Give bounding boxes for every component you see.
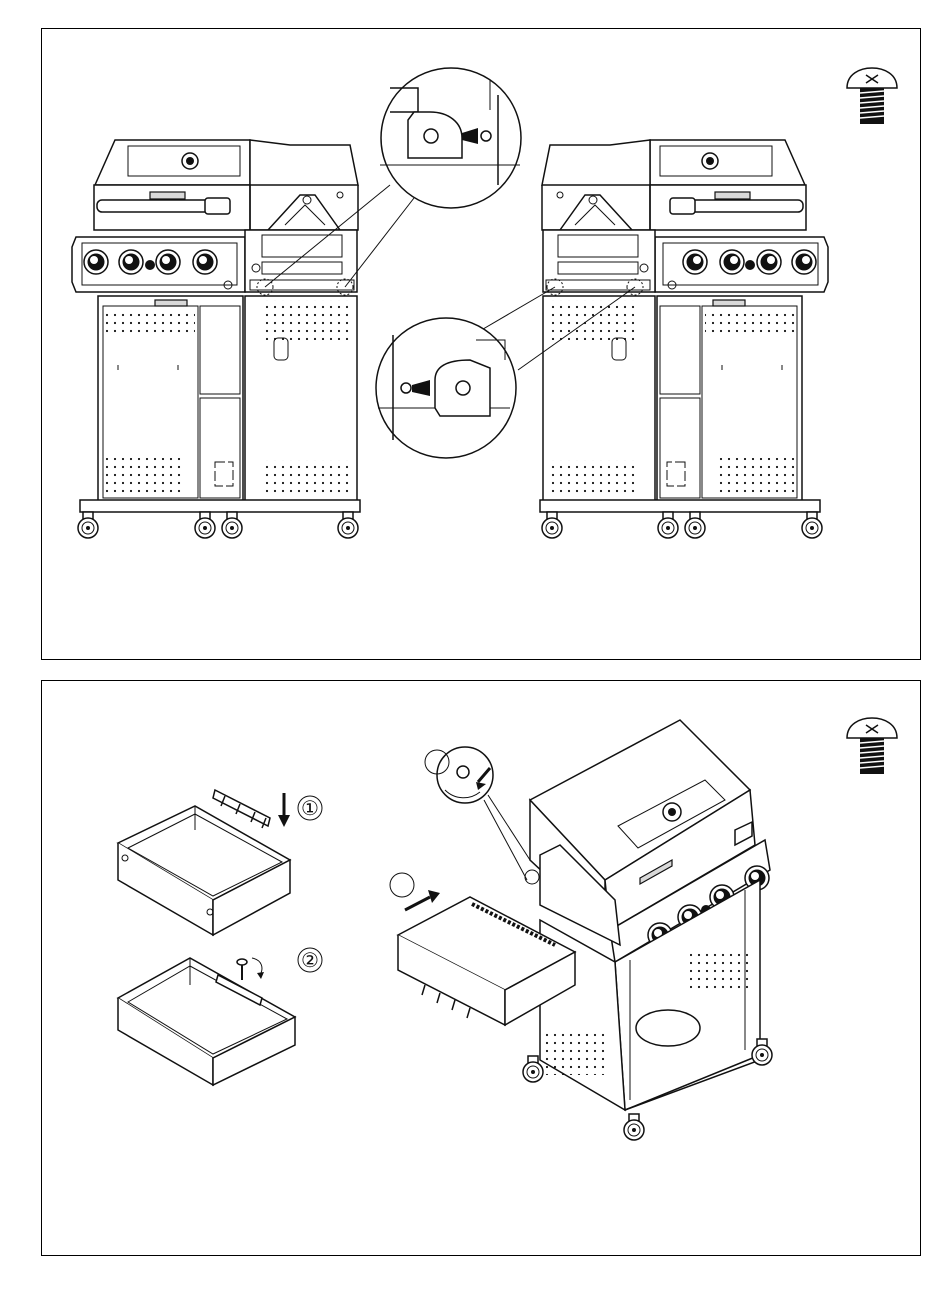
grill-front-left-view [72, 140, 360, 538]
sub-step-2-label: ② [298, 948, 322, 972]
screw-insert-step2 [237, 958, 264, 980]
screw-detail-bottom [425, 747, 530, 880]
insert-arrow-icon [390, 873, 440, 910]
down-arrow-icon [278, 793, 290, 827]
grill-front-right-view [540, 140, 828, 538]
grill-isometric-view [523, 720, 772, 1140]
bolt-icon [847, 718, 897, 774]
bolt-icon [847, 68, 897, 124]
shelf-frame-step1 [118, 806, 290, 935]
screw-detail-lower [376, 318, 516, 458]
svg-text:②: ② [301, 950, 319, 972]
svg-text:①: ① [301, 798, 319, 820]
sub-step-1-label: ① [298, 796, 322, 820]
shelf-frame-step2 [118, 958, 295, 1085]
screw-detail-upper [380, 68, 521, 208]
